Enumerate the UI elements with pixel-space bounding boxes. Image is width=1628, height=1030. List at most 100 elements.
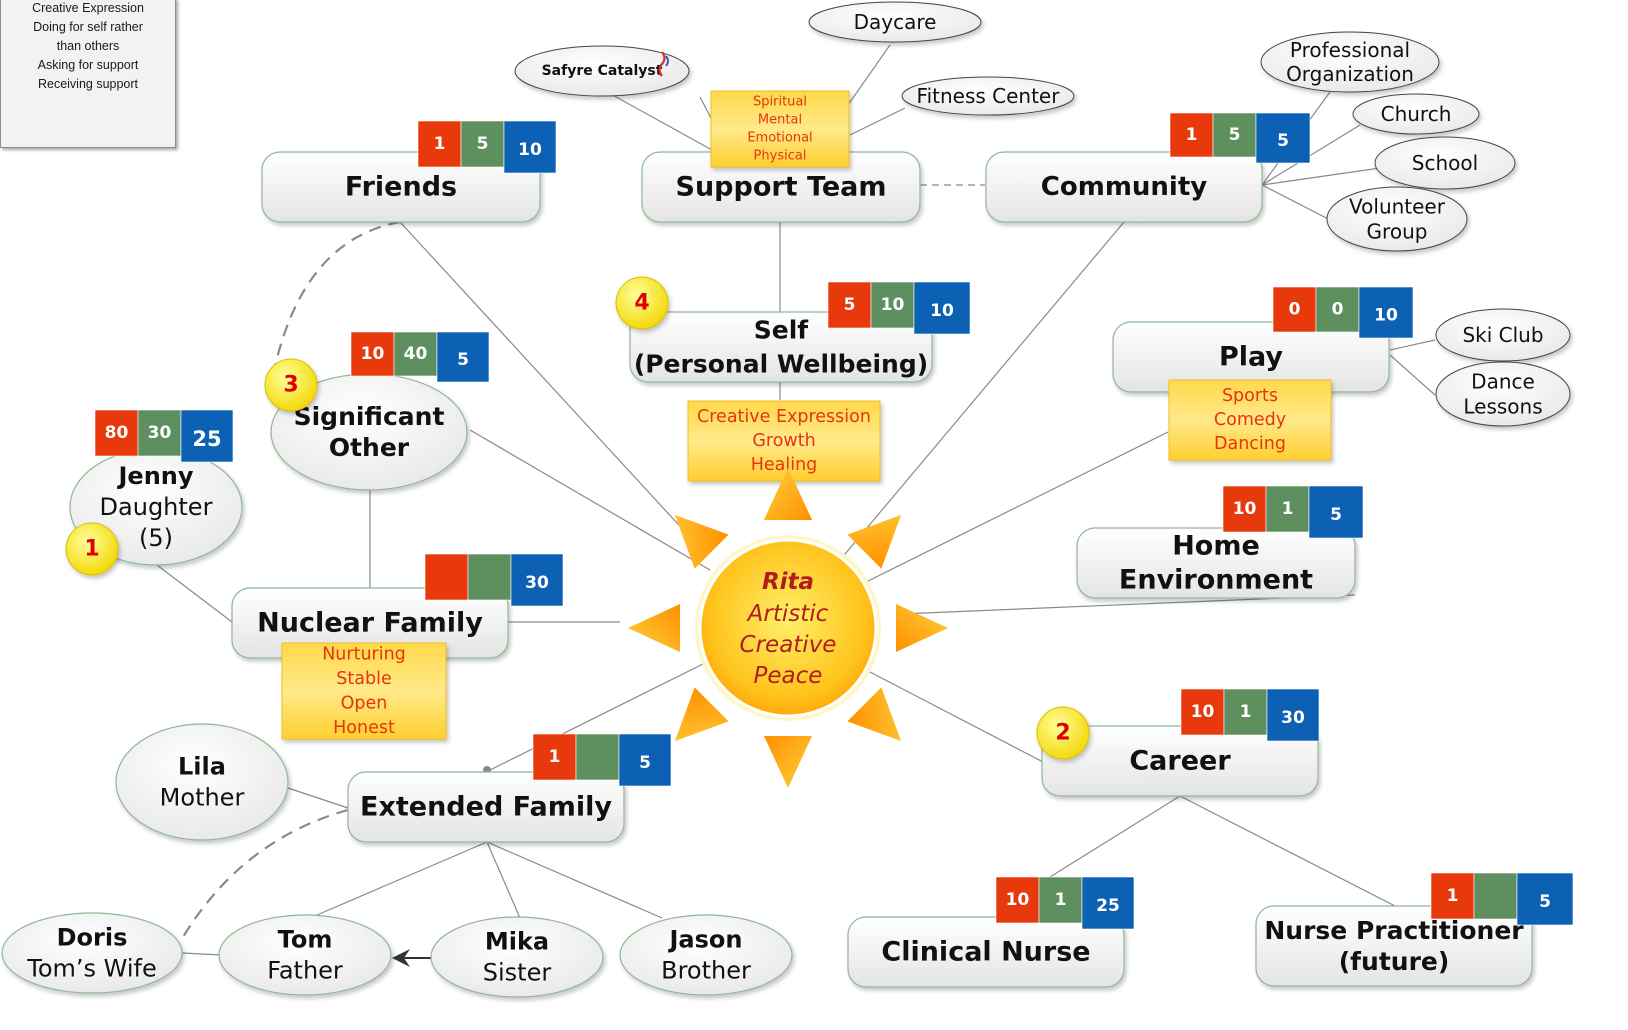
node-box-extended-family xyxy=(347,771,625,843)
score-value: 10 xyxy=(1191,702,1215,722)
satellite-dance xyxy=(1435,361,1571,427)
node-box-self xyxy=(629,311,933,383)
connector-line xyxy=(486,841,521,919)
score-value: 25 xyxy=(1096,896,1120,916)
score-value: 40 xyxy=(404,344,428,364)
note-text: Honest xyxy=(333,718,395,738)
sun-ray xyxy=(628,604,680,652)
score-value: 10 xyxy=(1233,499,1257,519)
connector-line xyxy=(1261,124,1361,186)
score-value: 30 xyxy=(148,423,172,443)
note-text: Physical xyxy=(754,149,807,164)
priority-badge xyxy=(264,358,318,412)
connector-line xyxy=(287,787,349,809)
score-value: 10 xyxy=(518,140,542,160)
satellite-label: School xyxy=(1412,151,1478,175)
note-text: Dancing xyxy=(1214,434,1286,454)
connector-line xyxy=(839,221,1125,561)
score-cell xyxy=(1222,485,1267,533)
score-value: 1 xyxy=(1240,702,1252,722)
score-cell xyxy=(1255,112,1311,164)
connector-line xyxy=(869,671,1046,764)
score-cell xyxy=(460,120,505,168)
node-label: (Personal Wellbeing) xyxy=(634,350,928,379)
sun-ray-triangle xyxy=(847,687,902,742)
node-label: Friends xyxy=(345,172,457,203)
node-ellipse-mika xyxy=(430,916,604,998)
sun-ray-triangle xyxy=(764,736,812,788)
note-box-play xyxy=(1168,379,1332,461)
sun-ray xyxy=(847,687,902,742)
legend-item: than others xyxy=(56,39,120,53)
sun-ray-triangle xyxy=(674,687,729,742)
score-value: 25 xyxy=(192,427,221,451)
connector-line xyxy=(699,96,713,121)
satellite-label: Daycare xyxy=(854,10,937,34)
legend-item: Asking for support xyxy=(37,58,139,72)
connector-line xyxy=(849,107,906,136)
note-text: Stable xyxy=(336,669,391,689)
score-cell xyxy=(436,331,490,383)
legend-item: Creative Expression xyxy=(32,1,144,15)
note-text: Comedy xyxy=(1214,410,1286,430)
connector-line xyxy=(599,87,713,151)
satellite-label: Dance xyxy=(1471,370,1535,394)
score-value: 1 xyxy=(434,134,446,154)
node-label: Tom’s Wife xyxy=(26,955,157,983)
score-cell xyxy=(1081,876,1135,930)
satellite-volunteer xyxy=(1326,186,1468,252)
score-cell xyxy=(1180,688,1225,736)
sun-ray-triangle xyxy=(764,468,812,520)
score-value: 5 xyxy=(1277,131,1289,151)
connector-line xyxy=(469,429,711,571)
score-value: 5 xyxy=(1330,505,1342,525)
score-cell xyxy=(393,331,438,377)
score-value: 5 xyxy=(477,134,489,154)
priority-badge xyxy=(65,522,119,576)
priority-number: 1 xyxy=(84,537,99,562)
score-cell xyxy=(1169,112,1214,158)
node-label: Clinical Nurse xyxy=(881,937,1090,968)
satellite-label: Church xyxy=(1381,102,1452,126)
score-value: 80 xyxy=(105,423,129,443)
node-label: Jenny xyxy=(116,462,193,490)
node-label: (5) xyxy=(139,524,173,552)
note-box-support-team xyxy=(710,90,850,168)
connector-line xyxy=(489,662,706,771)
sun-ray xyxy=(764,736,812,788)
node-label: Significant xyxy=(294,402,445,431)
node-label: Play xyxy=(1219,342,1283,373)
score-value: 30 xyxy=(525,573,549,593)
node-box-friends xyxy=(261,151,541,223)
legend-item: Receiving support xyxy=(37,77,139,91)
safyre-logo-icon xyxy=(665,55,669,67)
score-value: 1 xyxy=(1186,125,1198,145)
score-cell xyxy=(1430,872,1475,920)
node-label: Environment xyxy=(1119,565,1313,596)
score-value: 10 xyxy=(1006,890,1030,910)
satellite-label: Professional xyxy=(1290,38,1410,62)
satellite-label: Group xyxy=(1367,220,1428,244)
node-box-career xyxy=(1041,725,1319,797)
score-value: 10 xyxy=(930,301,954,321)
node-label: Nurse Practitioner xyxy=(1264,916,1524,945)
score-cell xyxy=(503,120,557,174)
satellite-ski xyxy=(1435,308,1571,362)
score-value: 1 xyxy=(1282,499,1294,519)
score-value: 10 xyxy=(1374,306,1398,326)
score-value: 5 xyxy=(844,295,856,315)
note-text: Healing xyxy=(751,455,818,475)
note-text: Growth xyxy=(752,431,815,451)
center-value-line: Peace xyxy=(754,663,823,689)
safyre-logo-icon xyxy=(658,51,666,77)
node-label: Father xyxy=(267,957,343,985)
node-label: Mika xyxy=(485,928,549,956)
connector-line xyxy=(309,841,488,919)
relation-curve xyxy=(179,808,349,943)
satellite-label: Safyre Catalyst xyxy=(542,63,663,79)
connector-line xyxy=(1261,167,1381,186)
